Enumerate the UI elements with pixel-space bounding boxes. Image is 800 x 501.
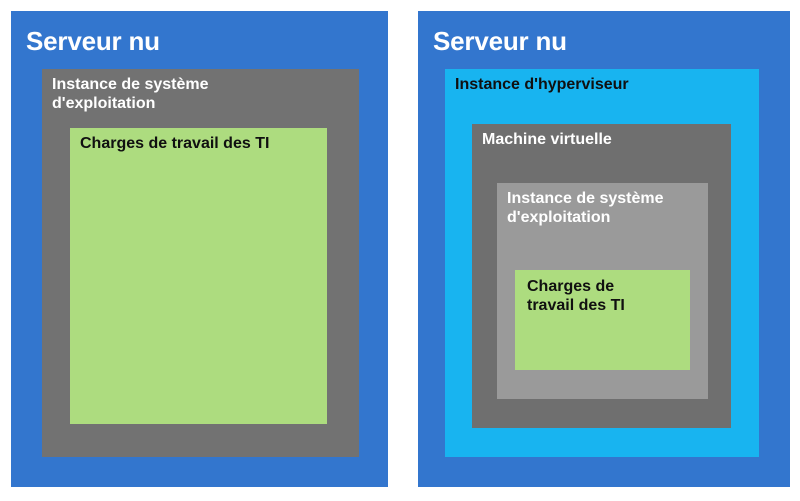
box-label-it-workloads-right: Charges de travail des TI bbox=[527, 278, 625, 314]
box-it-workloads-right: Charges de travail des TI bbox=[515, 270, 690, 370]
box-it-workloads-left: Charges de travail des TI bbox=[70, 128, 327, 424]
box-label-os-instance-left: Instance de système d'exploitation bbox=[52, 76, 209, 112]
box-os-instance-left: Instance de système d'exploitation Charg… bbox=[42, 69, 359, 457]
box-os-instance-right: Instance de système d'exploitation Charg… bbox=[497, 183, 708, 399]
box-label-it-workloads-left: Charges de travail des TI bbox=[80, 135, 270, 152]
panel-title-bare-metal-virtualized: Serveur nu bbox=[433, 26, 567, 56]
box-label-virtual-machine: Machine virtuelle bbox=[482, 131, 612, 148]
box-label-hypervisor-instance: Instance d'hyperviseur bbox=[455, 76, 629, 93]
box-hypervisor-instance: Instance d'hyperviseur Machine virtuelle… bbox=[445, 69, 759, 457]
panel-bare-metal-traditional: Serveur nu Instance de système d'exploit… bbox=[11, 11, 388, 487]
box-virtual-machine: Machine virtuelle Instance de système d'… bbox=[472, 124, 731, 428]
panel-bare-metal-virtualized: Serveur nu Instance d'hyperviseur Machin… bbox=[418, 11, 790, 487]
panel-title-bare-metal-traditional: Serveur nu bbox=[26, 26, 160, 56]
box-label-os-instance-right: Instance de système d'exploitation bbox=[507, 190, 664, 226]
